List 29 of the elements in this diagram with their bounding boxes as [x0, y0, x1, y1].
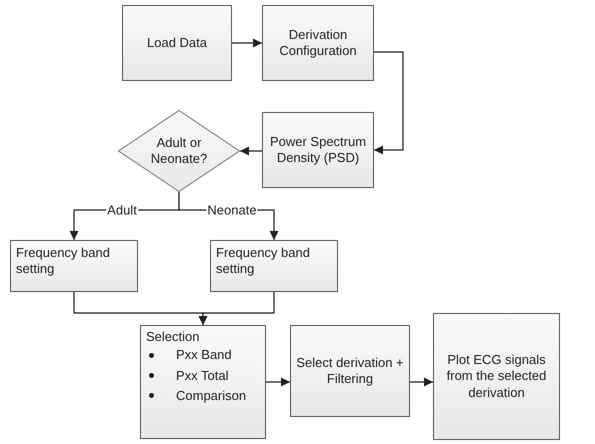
box-label: Plot ECG signals from the selected derivation: [446, 352, 548, 401]
process-box: [262, 5, 374, 81]
process-box: [210, 240, 338, 292]
list-item: Pxx Band: [176, 347, 232, 364]
box-label: Adult or Neonate?: [150, 134, 208, 168]
box-label: Frequency band setting: [16, 244, 111, 278]
decision-diamond: [118, 110, 240, 192]
arrow: [374, 51, 404, 154]
box-heading: Selection: [146, 329, 200, 346]
list-item: Comparison: [176, 388, 246, 404]
box-label: Frequency band setting: [216, 244, 311, 278]
process-box: [262, 112, 374, 188]
process-box: [290, 325, 410, 417]
list-item: Pxx Total: [176, 368, 229, 384]
edge-label: Adult: [106, 202, 138, 218]
arrow: [266, 378, 290, 386]
box-label: Select derivation + Filtering: [295, 354, 405, 388]
box-label: Load Data: [147, 34, 207, 52]
process-box: [140, 325, 266, 439]
process-box: [122, 5, 232, 81]
box-label: Power Spectrum Density (PSD): [268, 134, 368, 166]
arrow: [240, 146, 262, 156]
process-box: [10, 240, 138, 292]
arrow: [410, 378, 433, 386]
edge-label: Neonate: [206, 202, 258, 218]
box-label: Derivation Configuration: [278, 26, 358, 60]
arrow: [198, 292, 275, 325]
process-box: [433, 313, 560, 440]
arrow: [232, 38, 262, 48]
